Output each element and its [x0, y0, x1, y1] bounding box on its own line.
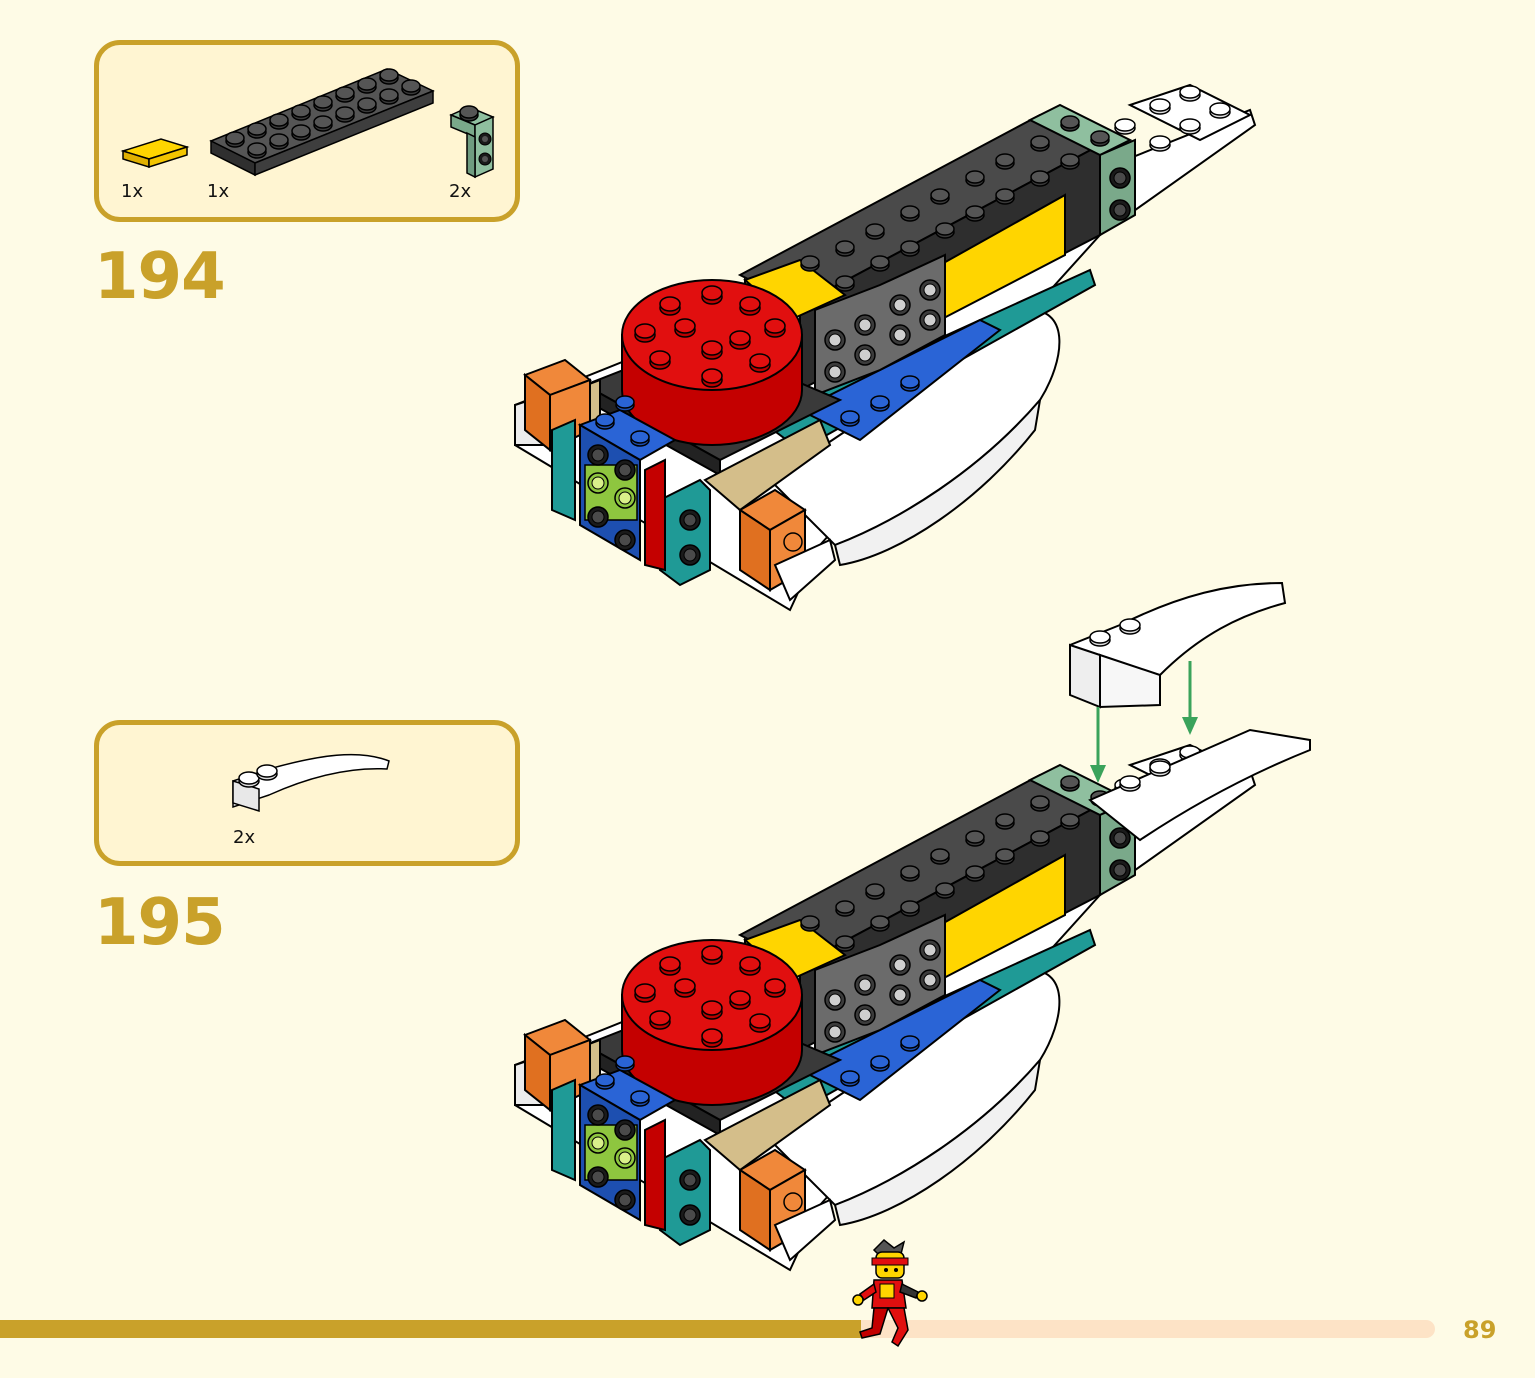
- part-qty: 2x: [449, 181, 472, 202]
- running-minifigure-icon: [852, 1238, 928, 1348]
- page-number: 89: [1463, 1316, 1497, 1344]
- sand-green-bracket-icon: [449, 105, 495, 179]
- yellow-tile-1x2-icon: [120, 138, 190, 169]
- step-number: 194: [94, 240, 226, 314]
- part-qty: 1x: [121, 181, 144, 202]
- progress-fill: [0, 1320, 861, 1338]
- part-qty: 1x: [207, 181, 230, 202]
- white-curved-slope-icon: [232, 753, 390, 813]
- model-assembly-step-195: [0, 728, 1311, 1300]
- floating-curved-slope: [1069, 581, 1287, 783]
- dark-gray-plate-2x8-icon: [209, 68, 435, 177]
- model-assembly-step-194: [0, 0, 1535, 640]
- parts-callout-195: 2x: [94, 720, 520, 866]
- parts-callout-194: 1x 1x 2x: [94, 40, 520, 222]
- white-curved-slope-new: [1088, 728, 1311, 842]
- progress-bar: [0, 1320, 1435, 1338]
- part-qty: 2x: [233, 827, 256, 848]
- step-number: 195: [94, 886, 226, 960]
